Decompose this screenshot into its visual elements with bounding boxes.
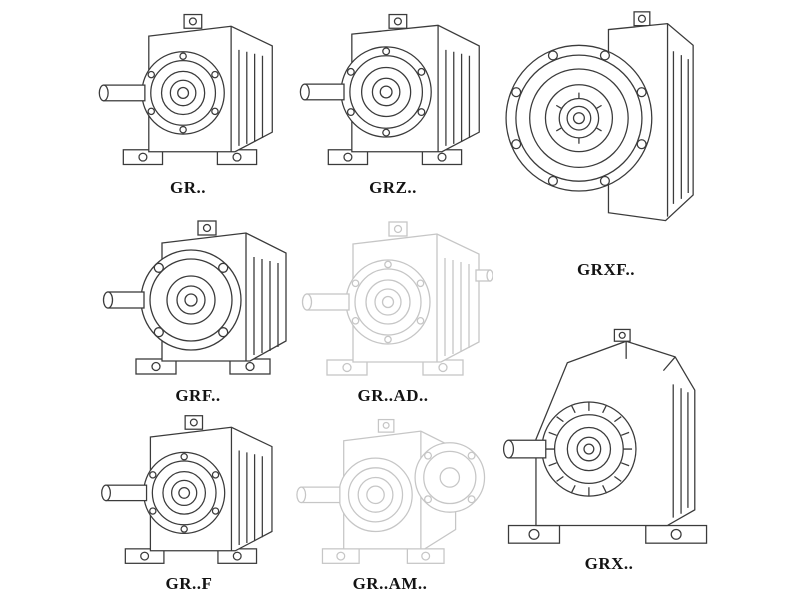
gearbox-label-grx: GRX.. <box>584 554 634 573</box>
gearbox-label-grad: GR..AD.. <box>357 386 429 405</box>
gearbox-figure-grx: GRX.. <box>498 302 720 574</box>
gearbox-label-grfoot: GR..F <box>165 574 213 593</box>
gearbox-figure-grfoot: GR..F <box>90 408 288 594</box>
gearbox-figure-grad: GR..AD.. <box>293 214 493 406</box>
gearbox-figure-grf: GRF.. <box>98 212 298 406</box>
gearbox-drawing-grx <box>498 302 720 552</box>
gearbox-label-grf: GRF.. <box>175 386 221 405</box>
gearbox-drawing-gr <box>90 4 286 176</box>
gearbox-drawing-grad <box>293 214 493 384</box>
gearbox-figure-grz: GRZ.. <box>295 4 491 198</box>
gearbox-label-gr: GR.. <box>170 178 206 197</box>
gearbox-label-gram: GR..AM.. <box>352 574 428 593</box>
gearbox-drawing-gram <box>290 408 490 572</box>
gearbox-drawing-grf <box>98 212 298 384</box>
gearbox-label-grxf: GRXF.. <box>576 260 636 279</box>
gearbox-drawing-grxf <box>500 2 712 258</box>
gearbox-figure-grxf: GRXF.. <box>500 2 712 280</box>
gearbox-drawing-grfoot <box>90 408 288 572</box>
gearbox-figure-gr: GR.. <box>90 4 286 198</box>
gearbox-drawing-grz <box>295 4 491 176</box>
gearbox-label-grz: GRZ.. <box>369 178 417 197</box>
gearbox-figure-gram: GR..AM.. <box>290 408 490 594</box>
